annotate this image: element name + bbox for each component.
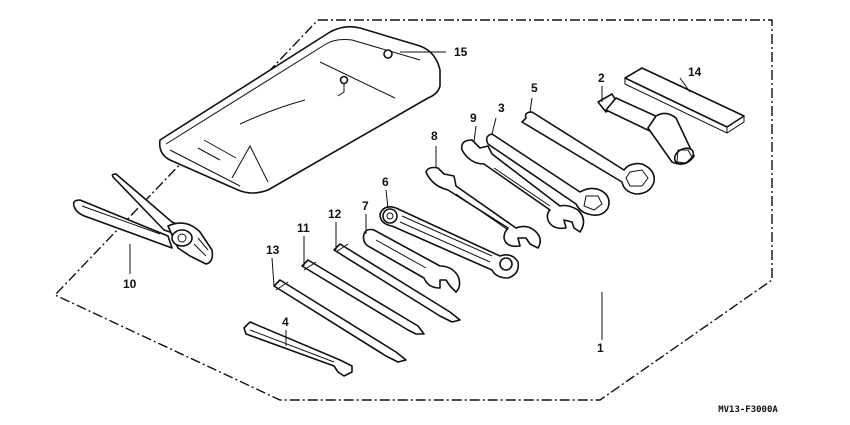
callout-3: 3 [498,101,505,115]
wrench-3 [485,133,610,216]
callout-labels: 1 2 3 4 5 6 7 8 9 10 11 12 13 14 15 [123,45,702,355]
callout-11: 11 [297,221,310,235]
callout-2: 2 [598,71,605,85]
callout-14: 14 [688,65,702,79]
callout-4: 4 [282,315,289,329]
callout-13: 13 [266,243,280,257]
plug-wrench [597,93,695,165]
callout-6: 6 [382,175,389,189]
wrench-8 [425,166,542,249]
screwdriver-11 [301,259,425,335]
wrench-7 [362,228,461,293]
callout-9: 9 [470,111,477,125]
callout-7: 7 [362,199,369,213]
box-wrench-5 [521,111,656,195]
callout-8: 8 [431,129,438,143]
tool-strip [624,67,745,134]
callout-10: 10 [123,277,137,291]
pliers [72,173,214,265]
screwdriver-12 [333,243,461,323]
callout-15: 15 [454,45,468,59]
wrench-6 [379,206,520,279]
screwdriver-13 [273,279,407,363]
hex-key [243,321,353,377]
tool-bag [158,25,441,194]
part-code: MV13-F3000A [718,405,778,415]
tool-set-boundary [53,19,773,401]
callout-5: 5 [531,81,538,95]
leader-lines [129,51,691,346]
callout-12: 12 [328,207,342,221]
wrench-9 [460,139,585,233]
callout-1: 1 [597,341,604,355]
